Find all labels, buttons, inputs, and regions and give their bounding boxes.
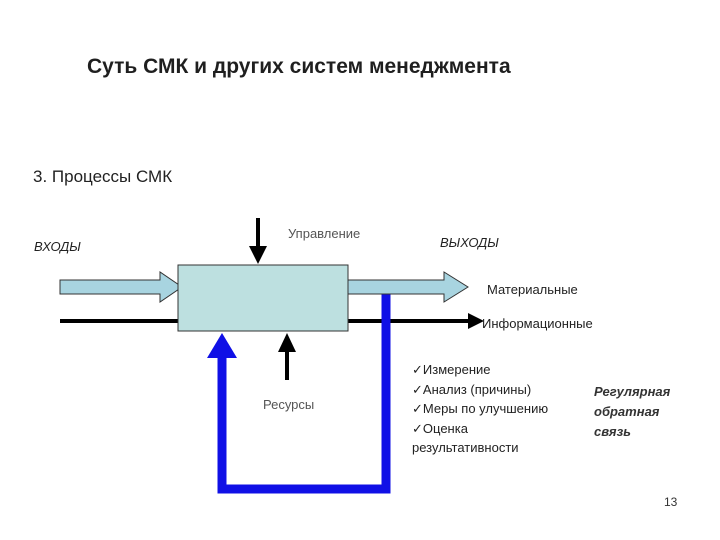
process-box bbox=[177, 264, 349, 332]
input-arrow bbox=[59, 271, 183, 303]
feedback-label: Регулярная обратная связь bbox=[594, 384, 671, 439]
checklist-item-continuation: результативности bbox=[412, 440, 519, 455]
information-label: Информационные bbox=[482, 316, 593, 331]
control-label: Управление bbox=[288, 226, 361, 241]
improvement-checklist: ✓Измерение ✓Анализ (причины) ✓Меры по ул… bbox=[412, 360, 548, 458]
resources-label: Ресурсы bbox=[263, 397, 315, 412]
check-icon: ✓ bbox=[412, 381, 423, 397]
material-label: Материальные bbox=[487, 282, 578, 297]
control-arrowhead bbox=[249, 246, 267, 264]
feedback-arrowhead bbox=[207, 333, 237, 358]
information-output-arrowhead bbox=[468, 313, 484, 329]
check-icon: ✓ bbox=[412, 401, 423, 416]
checklist-item: ✓Анализ (причины) bbox=[412, 381, 532, 397]
section-subtitle: 3. Процессы СМК bbox=[33, 167, 173, 186]
checklist-item: ✓Оценка bbox=[412, 420, 468, 436]
inputs-label: ВХОДЫ bbox=[34, 239, 81, 254]
check-icon: ✓ bbox=[412, 420, 423, 436]
page-number: 13 bbox=[664, 495, 678, 509]
slide-title: Суть СМК и других систем менеджмента bbox=[87, 55, 511, 78]
checklist-item: ✓Измерение bbox=[412, 362, 491, 377]
resources-arrowhead bbox=[278, 333, 296, 352]
material-output-arrow bbox=[347, 271, 469, 303]
outputs-label: ВЫХОДЫ bbox=[440, 235, 499, 250]
feedback-loop bbox=[217, 288, 391, 494]
check-icon: ✓ bbox=[412, 362, 423, 377]
checklist-item: ✓Меры по улучшению bbox=[412, 401, 549, 416]
